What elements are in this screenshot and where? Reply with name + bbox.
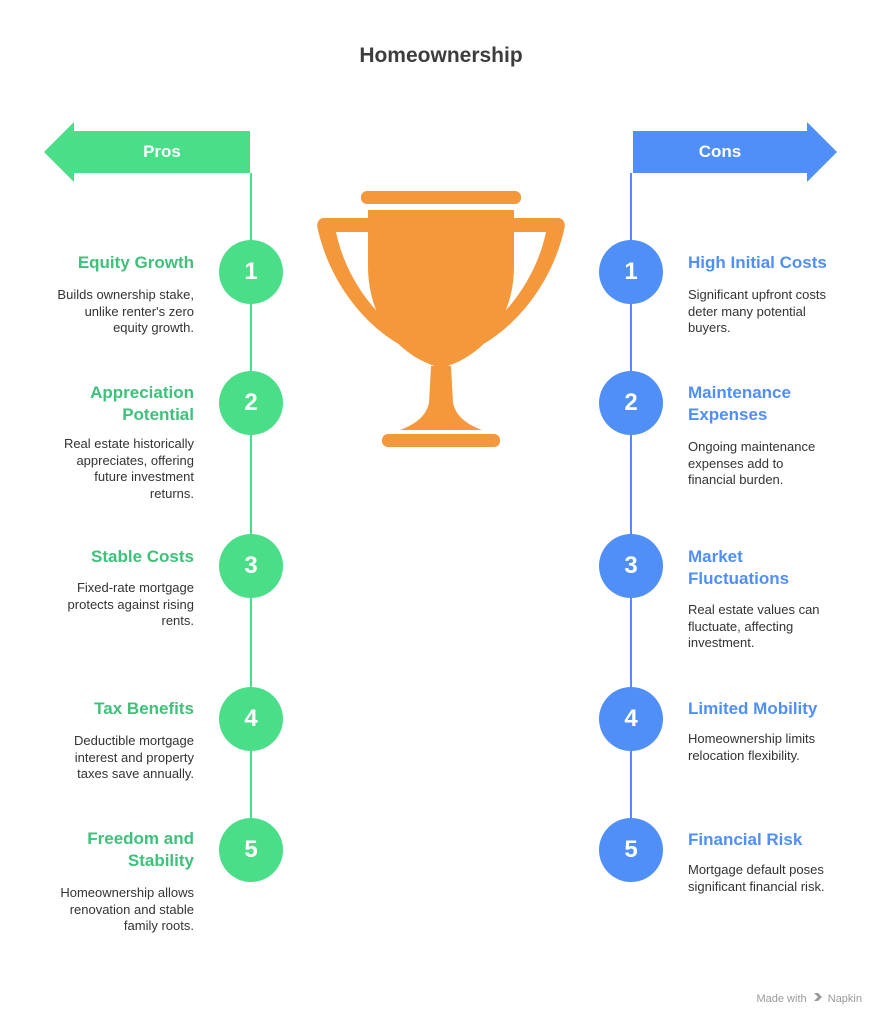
made-with-text: Made with	[756, 993, 807, 1005]
pros-title-2: Appreciation Potential	[90, 383, 194, 424]
cons-title-1: High Initial Costs	[688, 253, 827, 272]
cons-title-2: Maintenance Expenses	[688, 383, 791, 424]
cons-desc-4: Homeownership limits relocation flexibil…	[688, 731, 816, 763]
pros-title-4: Tax Benefits	[94, 699, 194, 718]
cons-title-5: Financial Risk	[688, 830, 803, 849]
napkin-logo-icon	[813, 992, 823, 1005]
pros-number-2: 2	[219, 371, 283, 435]
cons-arrow-icon	[633, 122, 837, 182]
cons-title-4: Limited Mobility	[688, 699, 818, 718]
cons-number-2: 2	[599, 371, 663, 435]
pros-number-4: 4	[219, 687, 283, 751]
pros-timeline	[250, 173, 252, 849]
cons-number-1: 1	[599, 240, 663, 304]
pros-number-5: 5	[219, 818, 283, 882]
footer-credit: Made with Napkin	[756, 992, 862, 1005]
page-title: Homeownership	[359, 44, 523, 67]
trophy-icon	[317, 191, 565, 447]
pros-desc-5: Homeownership allows renovation and stab…	[60, 885, 194, 933]
pros-desc-4: Deductible mortgage interest and propert…	[74, 733, 194, 781]
pros-title-1: Equity Growth	[77, 253, 194, 272]
pros-label: Pros	[143, 142, 181, 161]
cons-number-5: 5	[599, 818, 663, 882]
cons-number-4: 4	[599, 687, 663, 751]
pros-title-5: Freedom and Stability	[87, 829, 194, 870]
napkin-brand-text: Napkin	[827, 993, 862, 1005]
pros-desc-3: Fixed-rate mortgage protects against ris…	[67, 580, 194, 628]
cons-title-3: Market Fluctuations	[688, 547, 790, 588]
pros-banner: Pros	[44, 122, 252, 182]
pros-desc-1: Builds ownership stake, unlike renter's …	[57, 287, 194, 335]
cons-banner: Cons	[631, 122, 839, 182]
cons-label: Cons	[698, 142, 742, 161]
cons-desc-2: Ongoing maintenance expenses add to fina…	[688, 439, 816, 487]
pros-desc-2: Real estate historically appreciates, of…	[63, 436, 194, 501]
cons-desc-1: Significant upfront costs deter many pot…	[688, 287, 827, 335]
pros-number-1: 1	[219, 240, 283, 304]
pros-title-3: Stable Costs	[91, 547, 194, 566]
cons-number-3: 3	[599, 534, 663, 598]
pros-number-3: 3	[219, 534, 283, 598]
pros-arrow-icon	[44, 122, 250, 182]
cons-desc-3: Real estate values can fluctuate, affect…	[688, 602, 820, 650]
cons-desc-5: Mortgage default poses significant finan…	[688, 862, 825, 894]
cons-timeline	[630, 173, 632, 849]
